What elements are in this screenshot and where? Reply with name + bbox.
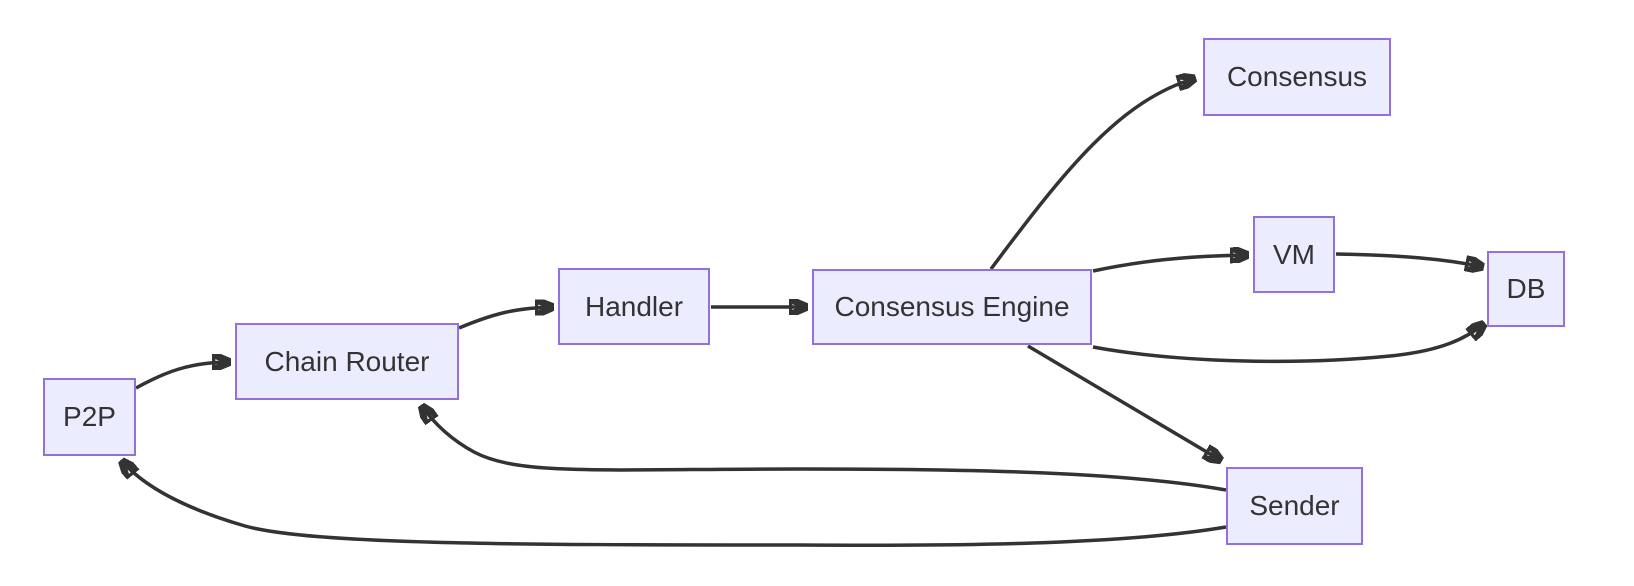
edge-chain-router-to-handler bbox=[458, 307, 554, 330]
edge-consensus-engine-to-db bbox=[1092, 323, 1485, 364]
edge-vm-to-db bbox=[1335, 252, 1484, 267]
edge-sender-to-p2p bbox=[121, 460, 1227, 548]
node-consensus-label: Consensus bbox=[1226, 61, 1368, 92]
node-db-label: DB bbox=[1506, 273, 1546, 304]
node-p2p: P2P bbox=[43, 378, 136, 456]
node-consensus: Consensus bbox=[1203, 38, 1391, 116]
node-consensus-engine: Consensus Engine bbox=[812, 269, 1092, 345]
edge-consensus-engine-to-consensus bbox=[989, 78, 1196, 271]
node-p2p-label: P2P bbox=[63, 401, 116, 432]
node-handler-label: Handler bbox=[584, 290, 684, 322]
node-sender-label: Sender bbox=[1249, 490, 1340, 521]
node-handler: Handler bbox=[558, 268, 710, 345]
edge-consensus-engine-to-sender bbox=[1027, 344, 1222, 461]
node-sender: Sender bbox=[1226, 467, 1363, 545]
edge-p2p-to-chain-router bbox=[135, 362, 231, 390]
node-vm-label: VM bbox=[1273, 238, 1315, 270]
node-vm: VM bbox=[1253, 216, 1335, 293]
edge-sender-to-chain-router bbox=[421, 405, 1227, 492]
node-consensus-engine-label: Consensus Engine bbox=[834, 291, 1070, 322]
node-chain-router-label: Chain Router bbox=[264, 345, 430, 377]
node-chain-router: Chain Router bbox=[235, 323, 459, 400]
edge-consensus-engine-to-vm bbox=[1092, 255, 1249, 273]
node-db: DB bbox=[1487, 251, 1565, 327]
